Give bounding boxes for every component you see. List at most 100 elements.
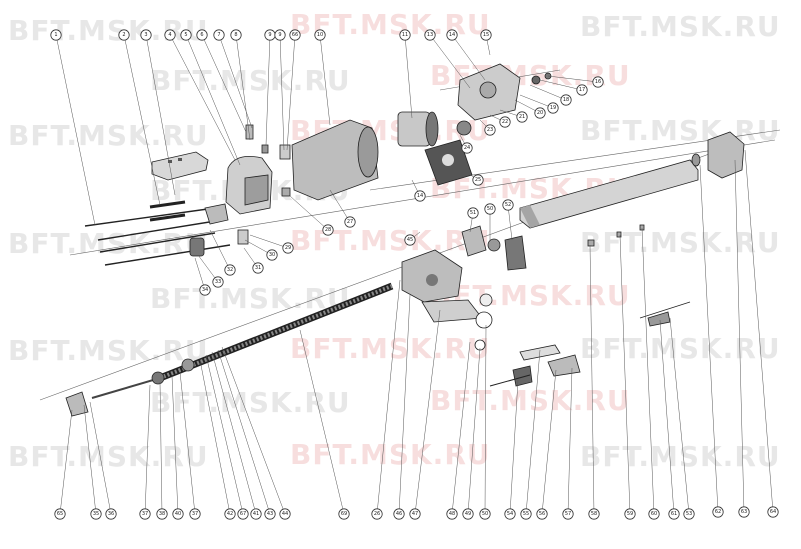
callout-circle [484,124,496,136]
part-callout: 4 [164,29,176,41]
callout-circle [54,508,66,520]
callout-circle [414,190,426,202]
part-callout: 47 [409,508,421,520]
leader-line [659,319,675,515]
callout-number: 1 [54,32,57,38]
leader-line [249,234,289,249]
callout-circle [50,29,62,41]
leader-line [55,34,96,226]
part-callout: 16 [592,76,604,88]
control-board-part [151,151,209,181]
callout-number: 69 [341,511,347,517]
worm-gear-part [456,120,472,136]
part-callout: 55 [520,508,532,520]
part-callout: 28 [322,224,334,236]
leader-line [199,359,231,515]
part-callout: 21 [516,111,528,123]
part-callout: 44 [279,508,291,520]
threaded-rods [84,200,231,266]
callout-circle [668,508,680,520]
bracket-part [204,203,229,225]
callout-number: 52 [505,202,511,208]
roller-part [487,238,501,252]
callout-circle [738,506,750,518]
watermark-layer: BFT.MSK.RU BFT.MSK.RU BFT.MSK.RU BFT.MSK… [8,8,781,473]
callout-circle [213,29,225,41]
leader-line [734,159,745,513]
part-callout: 19 [547,102,559,114]
watermark-text: BFT.MSK.RU [290,438,491,471]
part-callout: 9 [264,29,276,41]
rear-bracket-part [65,391,89,417]
part-callout: 9 [274,29,286,41]
callout-number: 34 [202,287,208,293]
callout-number: 31 [255,265,261,271]
callout-circle [547,102,559,114]
callout-circle [562,508,574,520]
callout-circle [499,116,511,128]
leader-line [201,34,247,133]
callout-number: 21 [519,114,525,120]
callout-number: 63 [741,509,747,515]
profile-end-part [520,205,540,228]
callout-number: 61 [671,511,677,517]
callout-number: 65 [57,511,63,517]
callout-number: 41 [253,511,259,517]
part-callout: 6 [196,29,208,41]
callout-circle [592,76,604,88]
capacitor-part [189,237,205,257]
part-callout: 60 [648,508,660,520]
part-callout: 29 [282,242,294,254]
part-callout: 45 [404,234,416,246]
leader-line [185,34,241,166]
watermark-text: BFT.MSK.RU [580,114,781,147]
callout-number: 50 [482,511,488,517]
part-callout: 5 [180,29,192,41]
callout-circle [118,29,130,41]
part-callout: 59 [624,508,636,520]
leader-line [541,369,557,515]
part-callout: 17 [576,84,588,96]
callout-number: 9 [268,32,271,38]
part-callout: 27 [344,216,356,228]
part-callout: 7 [213,29,225,41]
part-callout: 24 [461,142,473,154]
leader-line [404,34,413,119]
release-lever-part [504,235,527,271]
part-callout: 49 [462,508,474,520]
part-callout: 42 [224,508,236,520]
part-callout: 61 [668,508,680,520]
callout-circle [502,199,514,211]
callout-number: 60 [651,511,657,517]
shaft-part [91,377,161,399]
callout-circle [252,262,264,274]
callout-number: 57 [565,511,571,517]
bearing-part [151,371,165,385]
callout-circle [534,107,546,119]
callout-circle [199,284,211,296]
callout-circle [588,508,600,520]
watermark-text: BFT.MSK.RU [430,384,631,417]
nut-part [587,239,595,247]
part-callout: 58 [588,508,600,520]
callout-number: 22 [502,119,508,125]
watermark-text: BFT.MSK.RU [150,386,351,419]
leader-line [211,351,257,515]
leader-line [539,79,583,91]
callout-circle [404,234,416,246]
part-callout: 48 [446,508,458,520]
callout-number: 58 [591,511,597,517]
callout-circle [479,508,491,520]
callout-number: 6 [200,32,203,38]
leader-line [89,401,112,515]
terminal-part [237,229,249,245]
part-callout: 37 [189,508,201,520]
cable-part [489,374,531,387]
part-callout: 14 [446,29,458,41]
callout-circle [424,29,436,41]
leader-line [547,75,599,83]
callout-circle [767,506,779,518]
callout-number: 30 [269,252,275,258]
part-callout: 51 [467,207,479,219]
